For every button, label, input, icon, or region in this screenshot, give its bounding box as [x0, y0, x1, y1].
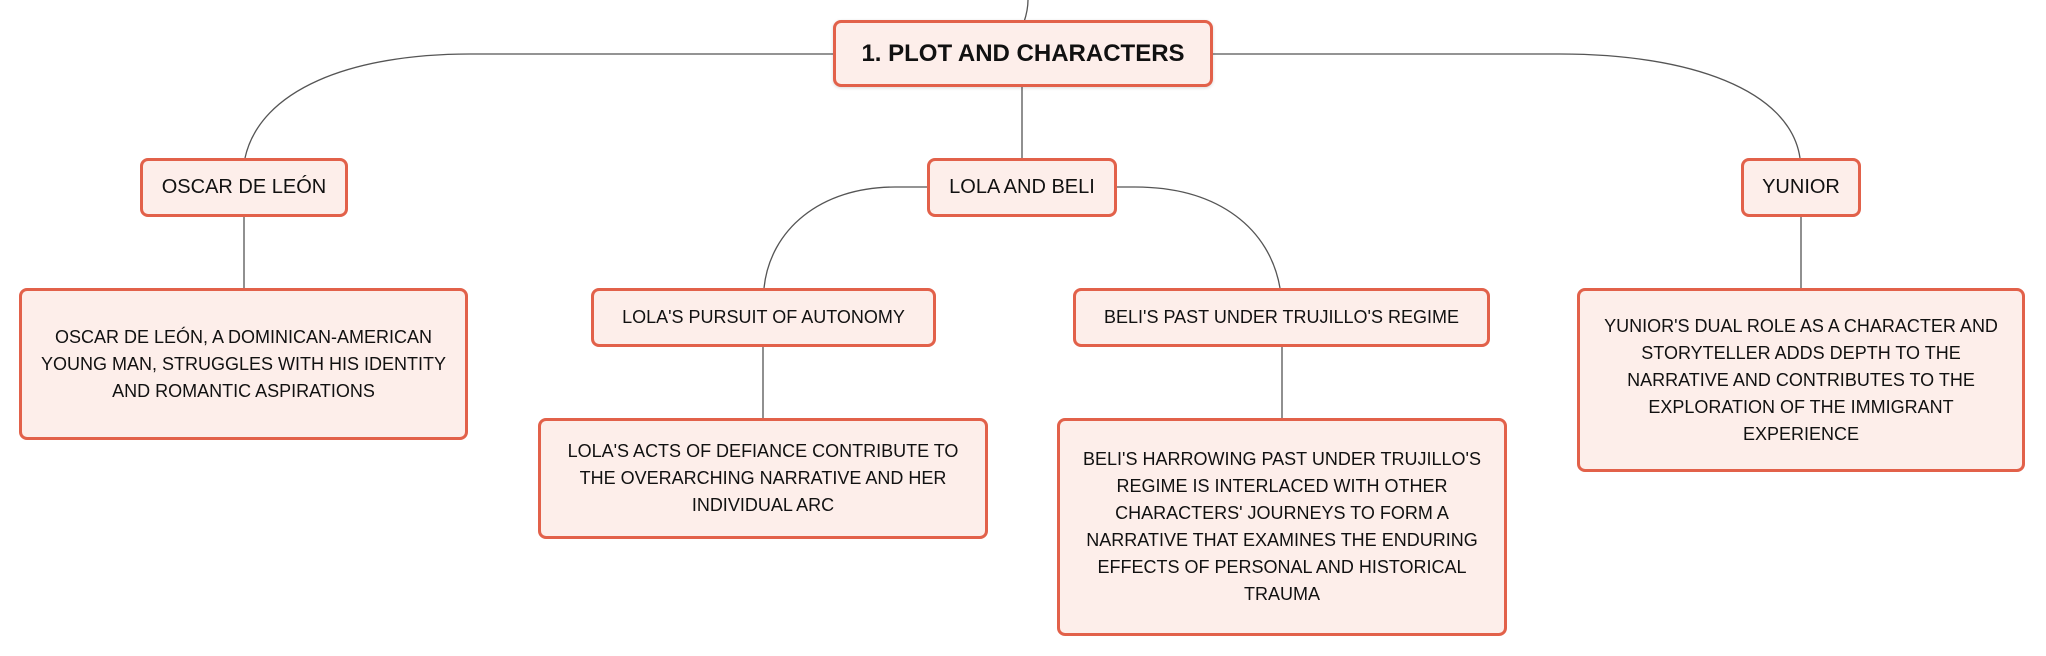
connector-lolabeli-beli	[1117, 186, 1281, 289]
connector-root-oscar	[244, 53, 833, 159]
connector-to-parent	[1023, 0, 1029, 23]
subtopic-node-lola[interactable]: LOLA'S PURSUIT OF AUTONOMY	[591, 288, 936, 347]
branch-node-oscar[interactable]: OSCAR DE LEÓN	[140, 158, 348, 217]
branch-node-lola-and-beli[interactable]: LOLA AND BELI	[927, 158, 1117, 217]
detail-node-yunior[interactable]: YUNIOR'S DUAL ROLE AS A CHARACTER AND ST…	[1577, 288, 2025, 472]
subtopic-node-beli[interactable]: BELI'S PAST UNDER TRUJILLO'S REGIME	[1073, 288, 1490, 347]
root-topic-node[interactable]: 1. PLOT AND CHARACTERS	[833, 20, 1213, 87]
connector-lolabeli-lola	[763, 186, 927, 289]
detail-node-lola[interactable]: LOLA'S ACTS OF DEFIANCE CONTRIBUTE TO TH…	[538, 418, 988, 539]
branch-node-yunior[interactable]: YUNIOR	[1741, 158, 1861, 217]
detail-node-beli[interactable]: BELI'S HARROWING PAST UNDER TRUJILLO'S R…	[1057, 418, 1507, 636]
connector-root-yunior	[1213, 53, 1801, 159]
detail-node-oscar[interactable]: OSCAR DE LEÓN, A DOMINICAN-AMERICAN YOUN…	[19, 288, 468, 440]
